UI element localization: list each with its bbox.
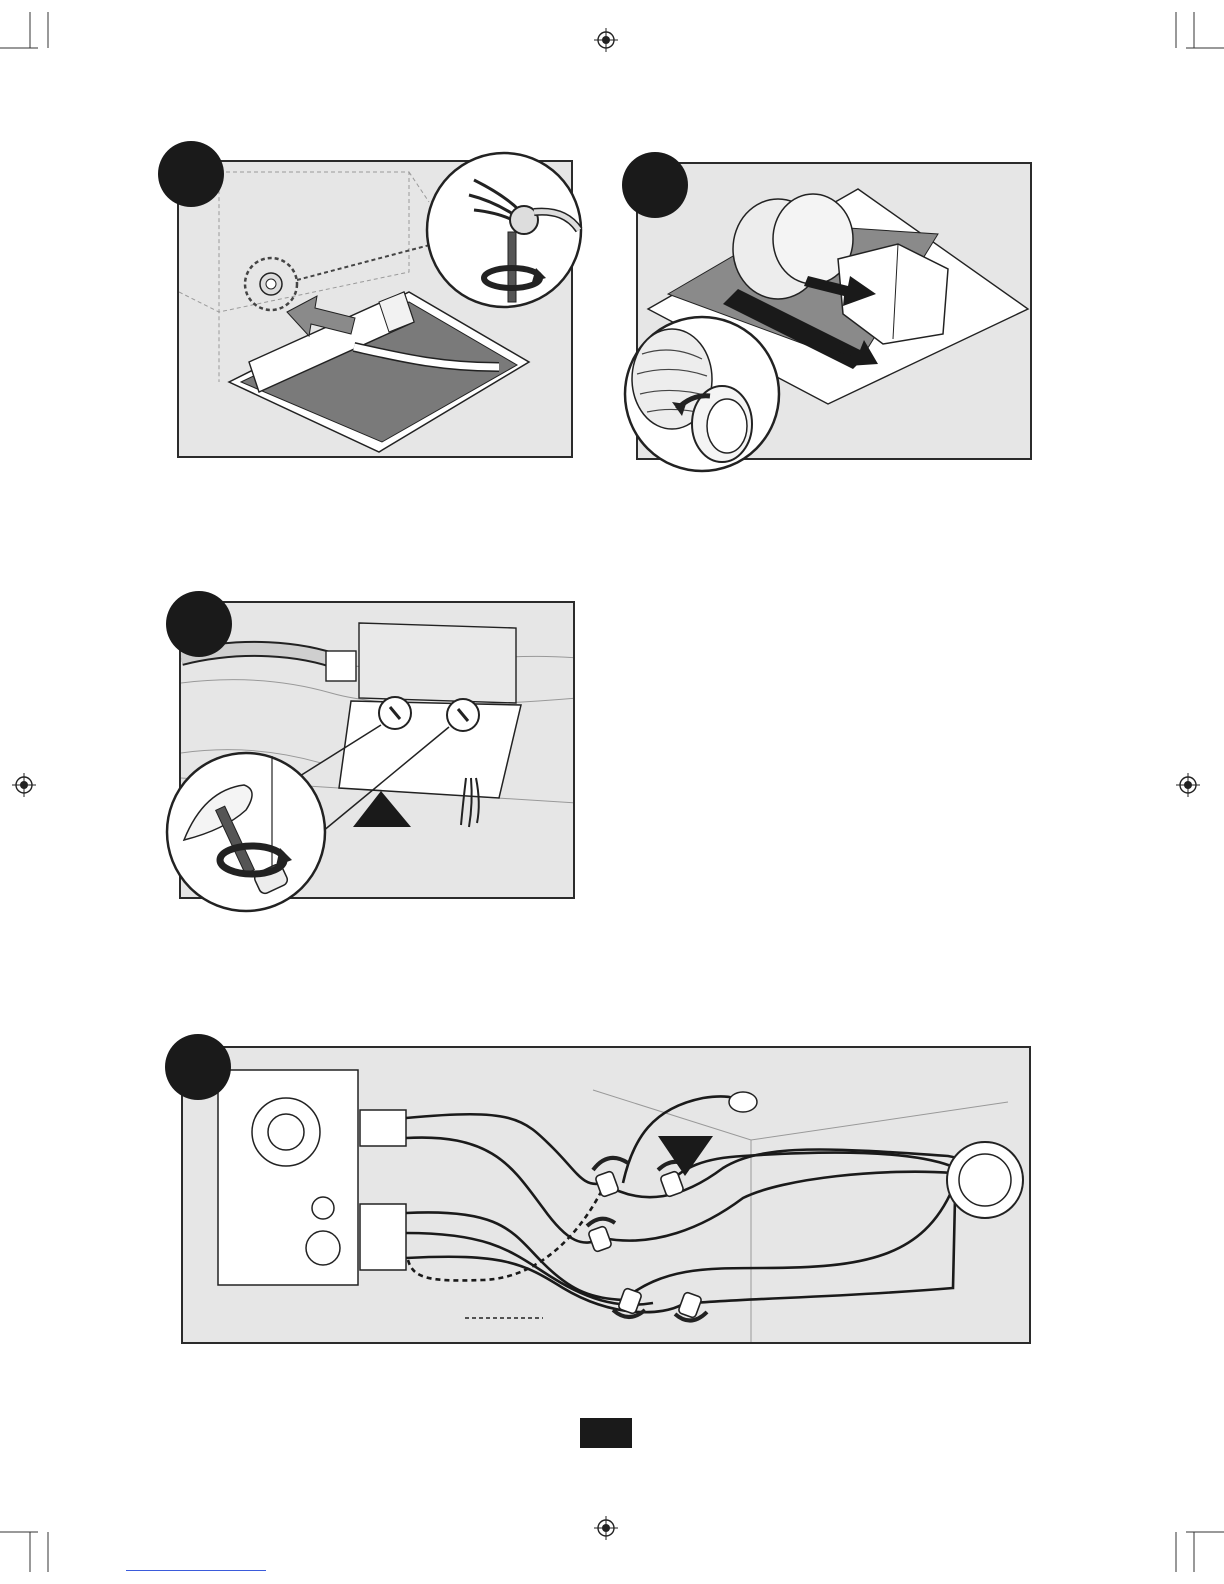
step-badge-icon — [166, 591, 232, 657]
step-badge-icon — [165, 1034, 231, 1100]
step-1-zoom-inset — [424, 150, 584, 310]
step-3-zoom-inset — [164, 750, 328, 914]
footer-rule — [126, 1570, 266, 1571]
registration-mark-icon — [12, 773, 36, 797]
step-badge-icon — [158, 141, 224, 207]
registration-mark-icon — [1176, 773, 1200, 797]
step-4-illustration — [183, 1048, 1031, 1344]
page-number-tab — [580, 1418, 632, 1448]
registration-mark-icon — [594, 1516, 618, 1540]
step-2-zoom-inset — [622, 314, 782, 474]
step-badge-icon — [622, 152, 688, 218]
registration-mark-icon — [594, 28, 618, 52]
step-4-panel — [181, 1046, 1031, 1344]
